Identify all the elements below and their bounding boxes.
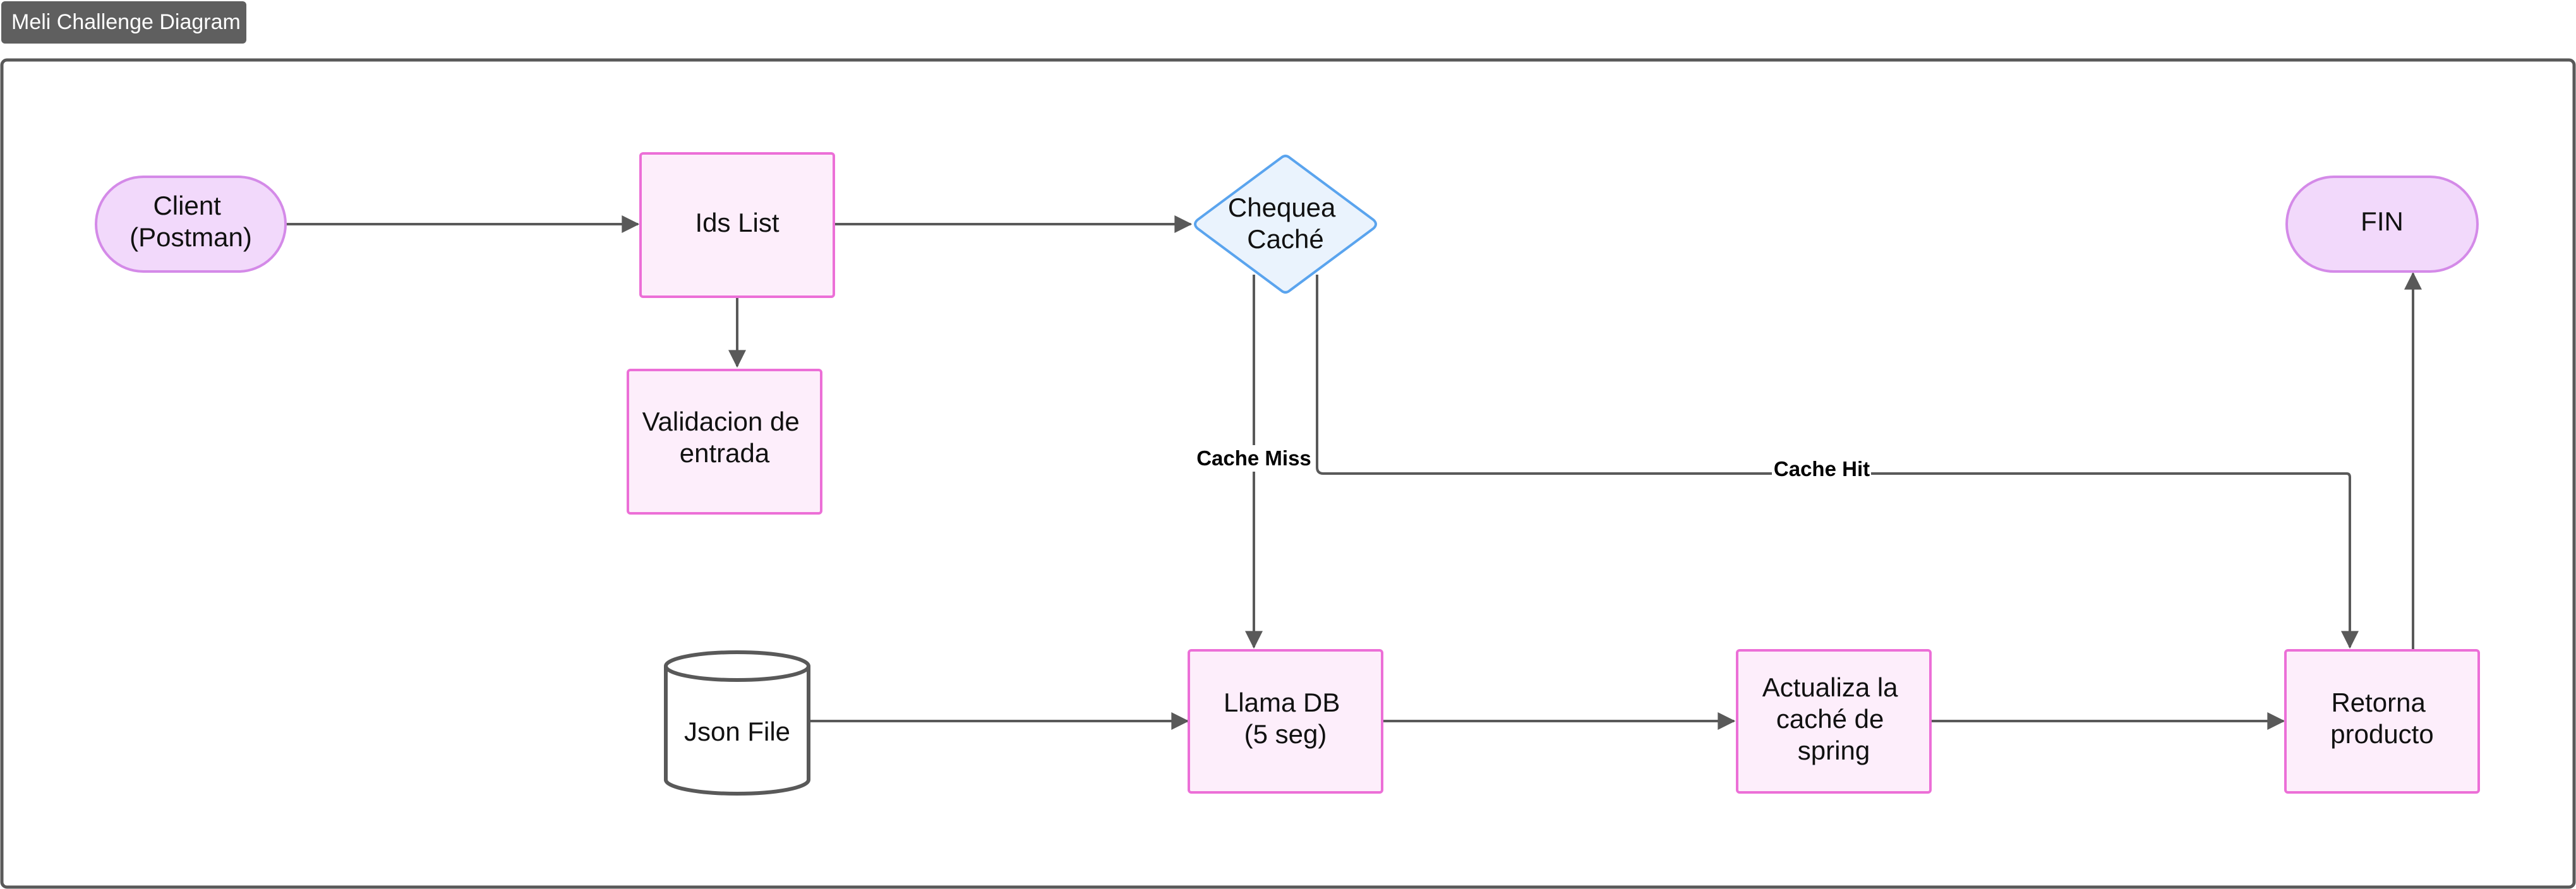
svg-text:Validacion de entrada: Validacion de entrada (642, 407, 807, 468)
node-fin-line-1: FIN (2361, 206, 2404, 236)
node-llama-db-line-1: Llama DB (1224, 688, 1340, 717)
node-actualiza-cache-line-3: spring (1798, 736, 1870, 765)
node-client: Client (Postman) (95, 176, 287, 273)
node-json-file-line-1: Json File (684, 717, 790, 746)
diagram-title-tab: Meli Challenge Diagram (1, 1, 246, 44)
node-validacion-line-2: entrada (680, 438, 770, 468)
node-ids-list: Ids List (639, 152, 835, 298)
node-retorna-producto-line-1: Retorna (2331, 688, 2426, 717)
edges (286, 215, 2422, 730)
svg-text:Ids List: Ids List (695, 208, 779, 237)
svg-text:Retorna producto: Retorna producto (2330, 688, 2433, 749)
edge-label-cache-miss: Cache Miss (1196, 446, 1311, 470)
node-client-line-2: (Postman) (129, 222, 252, 252)
node-actualiza-cache: Actualiza la caché de spring (1736, 649, 1932, 794)
node-validacion-line-1: Validacion de (642, 407, 800, 436)
node-llama-db: Llama DB (5 seg) (1188, 649, 1383, 794)
node-fin: FIN (2285, 176, 2479, 273)
node-ids-list-line-1: Ids List (695, 208, 779, 237)
svg-text:Llama DB (5 seg): Llama DB (5 seg) (1224, 688, 1347, 749)
node-chequea-cache-line-2: Caché (1247, 224, 1323, 254)
diagram-frame (0, 58, 2576, 889)
edge-label-cache-hit: Cache Hit (1774, 457, 1870, 480)
node-retorna-producto: Retorna producto (2284, 649, 2480, 794)
svg-text:Chequea Caché: Chequea Caché (1228, 193, 1343, 254)
node-json-file: Json File (664, 650, 810, 796)
node-actualiza-cache-line-2: caché de (1776, 704, 1884, 734)
svg-text:FIN: FIN (2361, 206, 2404, 236)
node-llama-db-line-2: (5 seg) (1244, 719, 1327, 749)
node-actualiza-cache-line-1: Actualiza la (1762, 672, 1898, 702)
node-retorna-producto-line-2: producto (2330, 719, 2433, 749)
node-chequea-cache-line-1: Chequea (1228, 193, 1336, 222)
node-validacion: Validacion de entrada (627, 369, 822, 515)
node-chequea-cache: Chequea Caché (1194, 155, 1377, 294)
node-client-line-1: Client (153, 191, 221, 220)
svg-text:Actualiza la caché de: Actualiza la caché de spring (1762, 672, 1905, 765)
svg-text:Json File: Json File (684, 717, 790, 746)
svg-text:Client (Postman): Client (Postman) (129, 191, 252, 252)
